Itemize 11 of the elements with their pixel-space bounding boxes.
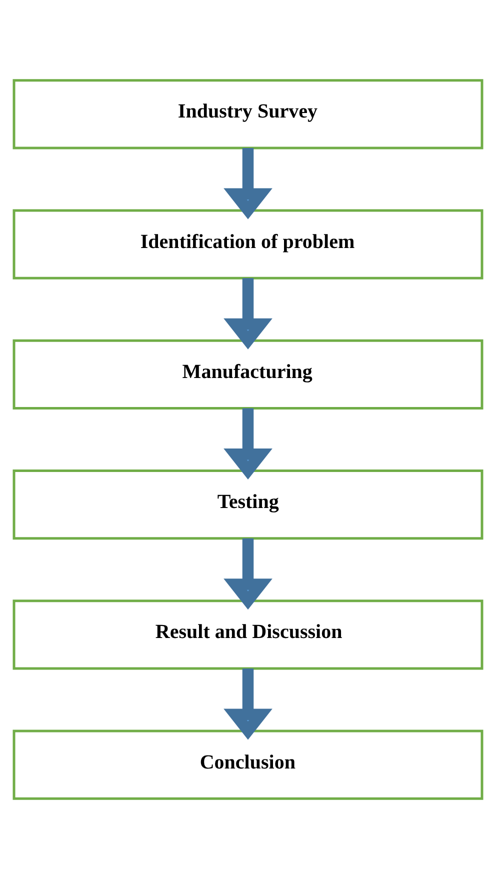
node-box: Industry Survey [12,78,483,149]
arrow [223,147,272,219]
node-box: Result and Discussion [12,599,483,670]
arrow [223,538,272,610]
node-box: Identification of problem [12,208,483,279]
node-box: Conclusion [12,729,483,800]
node-box: Manufacturing [12,338,483,409]
arrow [223,278,272,349]
arrow [223,668,272,740]
arrow [223,408,272,479]
node-box: Testing [12,469,483,540]
